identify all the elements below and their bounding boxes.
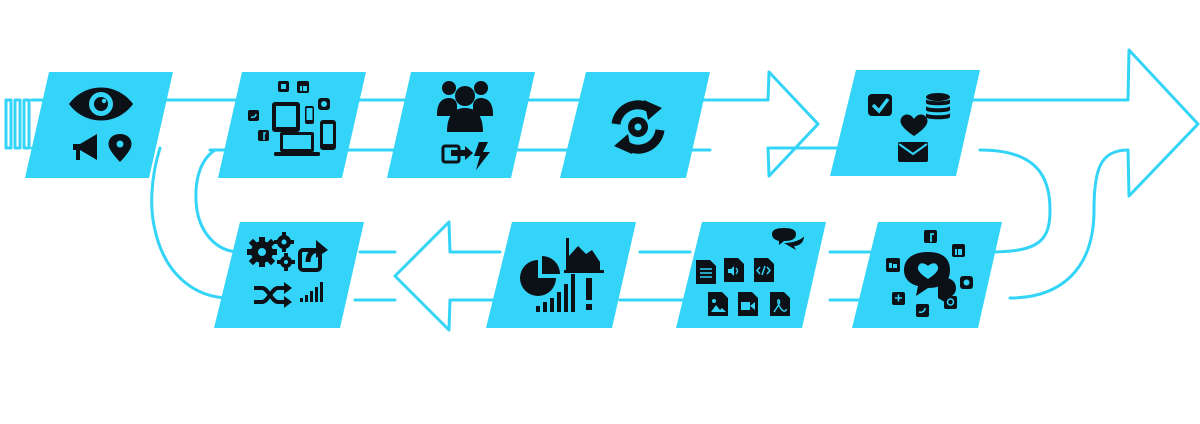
step-tile-7 — [676, 222, 826, 328]
tile-background — [25, 72, 173, 178]
checkbox-icon — [868, 94, 892, 116]
step-tile-2 — [218, 72, 366, 178]
tablet-icon — [272, 102, 300, 132]
step-tile-6 — [852, 222, 1002, 328]
twitter-icon — [916, 304, 929, 317]
route-left-inner — [194, 148, 242, 254]
like-icon — [886, 258, 900, 272]
share-icon — [441, 144, 473, 164]
step-tile-4 — [560, 72, 710, 178]
phone-icon — [305, 106, 314, 124]
tile-background — [486, 222, 636, 328]
linkedin-icon — [297, 81, 309, 93]
pinterest-icon — [944, 296, 957, 309]
facebook-icon — [924, 230, 937, 243]
bar-chart-icon — [536, 274, 575, 312]
linkedin-icon — [952, 244, 965, 257]
google-plus-icon — [892, 292, 905, 305]
envelope-icon — [898, 142, 928, 162]
signal-bars-icon — [300, 282, 323, 302]
user-group-icon — [437, 81, 493, 132]
text-file-icon — [696, 260, 716, 284]
tumblr-icon — [278, 81, 289, 92]
facebook-icon — [258, 130, 269, 141]
start-bar — [22, 98, 31, 150]
step-tile-1 — [25, 72, 173, 178]
instagram-icon — [960, 276, 973, 289]
code-file-icon — [754, 258, 774, 282]
route-left-outer — [150, 146, 232, 300]
pie-chart-icon — [520, 256, 560, 296]
tile-background — [214, 222, 364, 328]
eye-icon — [69, 87, 133, 121]
map-pin-icon — [108, 134, 132, 162]
sync-icon — [611, 100, 665, 154]
start-bar — [4, 98, 13, 150]
step-tile-3 — [387, 72, 535, 178]
megaphone-icon — [73, 134, 97, 160]
area-chart-icon — [564, 238, 604, 273]
route-right-inner — [978, 148, 1052, 254]
lightning-icon — [474, 142, 490, 170]
exclamation-icon — [586, 278, 592, 310]
share-arrow-icon — [298, 240, 328, 272]
disc-icon — [628, 117, 648, 137]
video-file-icon — [738, 292, 758, 316]
step-tile-8 — [486, 222, 636, 328]
route-bottom-upper — [393, 220, 502, 332]
instagram-icon — [318, 98, 330, 110]
step-tile-9 — [214, 222, 364, 328]
pdf-file-icon — [770, 292, 790, 316]
audio-file-icon — [724, 258, 744, 282]
heart-icon — [900, 114, 928, 136]
database-icon — [926, 93, 950, 120]
laptop-icon — [274, 132, 320, 156]
route-right-upper — [968, 48, 1200, 300]
chat-bubbles-icon — [772, 228, 804, 250]
shuffle-icon — [254, 282, 292, 308]
twitter-icon — [248, 110, 259, 121]
start-bar — [13, 98, 22, 150]
heart-speech-bubble-icon — [904, 252, 956, 304]
phone-icon — [320, 120, 336, 150]
image-file-icon — [708, 292, 728, 316]
step-tile-5 — [830, 70, 980, 176]
